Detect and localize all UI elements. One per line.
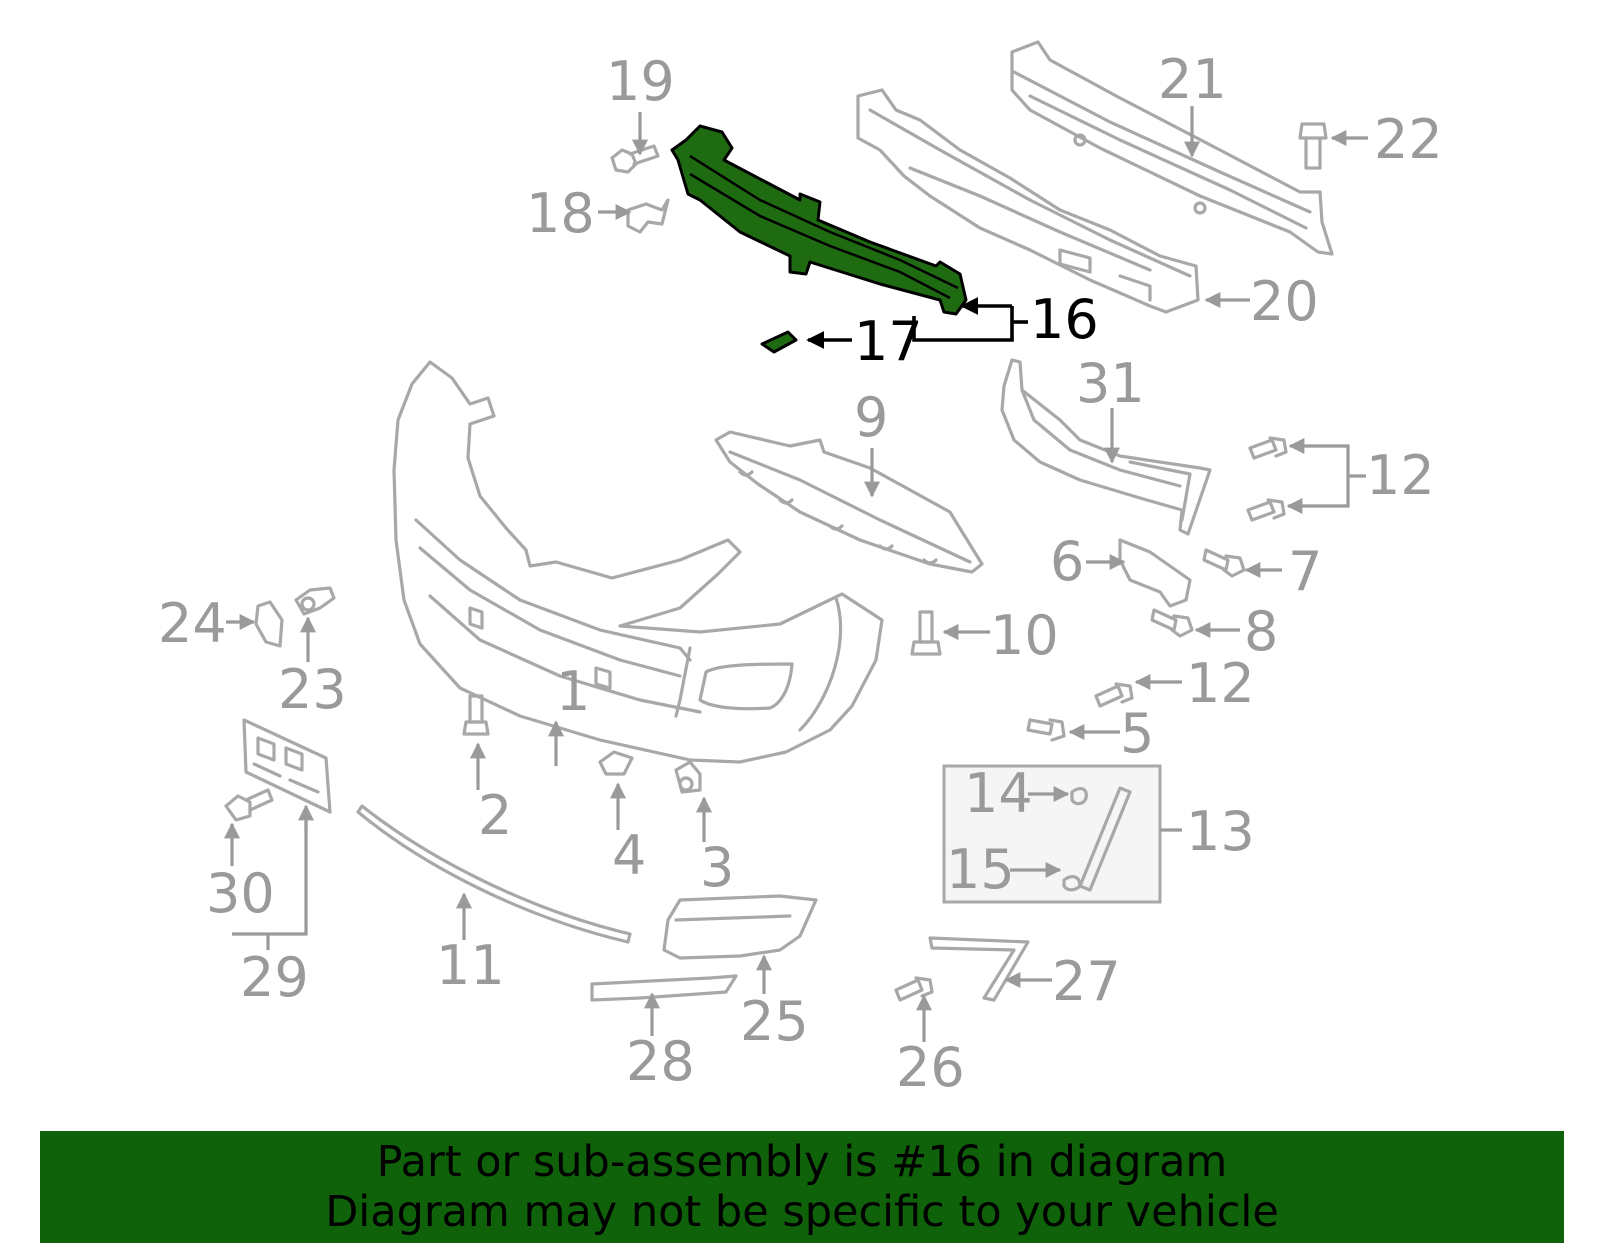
- callout-6: 6: [1050, 530, 1084, 593]
- leader-lines: [224, 106, 1368, 1042]
- callout-13: 13: [1186, 800, 1255, 863]
- callout-22: 22: [1374, 108, 1443, 171]
- part-6-bracket: [1118, 538, 1192, 608]
- part-20-absorber: [856, 88, 1200, 314]
- part-3-clip: [674, 760, 702, 794]
- callout-5: 5: [1120, 702, 1154, 765]
- callout-2: 2: [478, 784, 512, 847]
- callout-30: 30: [206, 862, 275, 925]
- callout-19: 19: [606, 50, 675, 113]
- callout-29: 29: [240, 946, 309, 1009]
- part-25-fog-bezel: [662, 894, 818, 960]
- part-10-bolt: [910, 610, 942, 656]
- part-23-clip: [294, 586, 336, 616]
- callout-10: 10: [990, 604, 1059, 667]
- callout-27: 27: [1052, 950, 1121, 1013]
- callout-7: 7: [1288, 540, 1322, 603]
- part-30-bolt: [224, 788, 274, 822]
- part-7-bolt: [1202, 548, 1246, 578]
- callout-1: 1: [556, 660, 590, 723]
- callout-8: 8: [1244, 600, 1278, 663]
- callout-labels: 1 2 3 4 5 6 7 8 9 10 11 12 12 13 14 15 1…: [158, 48, 1443, 1099]
- callout-23: 23: [278, 658, 347, 721]
- callout-20: 20: [1250, 270, 1319, 333]
- part-22-bolt: [1298, 122, 1328, 170]
- part-17-bracket: [760, 330, 798, 354]
- part-21-reinforcement: [1010, 40, 1334, 256]
- callout-11: 11: [436, 934, 505, 997]
- part-31-bracket: [1000, 358, 1212, 536]
- part-26-bolt: [894, 976, 934, 1002]
- part-12-bolt-lower: [1094, 682, 1134, 708]
- callout-9: 9: [854, 386, 888, 449]
- callout-12-lower: 12: [1186, 652, 1255, 715]
- callout-12-upper: 12: [1366, 444, 1435, 507]
- part-29-license-bracket: [242, 718, 332, 814]
- part-24-pad: [254, 600, 284, 648]
- callout-28: 28: [626, 1030, 695, 1093]
- banner-line-disclaimer: Diagram may not be specific to your vehi…: [325, 1187, 1279, 1237]
- part-4-nut: [598, 750, 634, 776]
- part-1-bumper-cover: [392, 360, 884, 764]
- callout-25: 25: [740, 990, 809, 1053]
- part-2-clip: [462, 694, 490, 736]
- callout-26: 26: [896, 1036, 965, 1099]
- callout-15: 15: [946, 838, 1015, 901]
- part-8-bolt: [1150, 608, 1194, 638]
- part-11-molding: [356, 804, 632, 944]
- callout-21: 21: [1158, 48, 1227, 111]
- callout-18: 18: [526, 182, 595, 245]
- part-18-clip: [626, 198, 670, 234]
- part-27-seal: [928, 936, 1030, 1002]
- part-12-bolt-upper-a: [1248, 436, 1288, 460]
- callout-4: 4: [612, 824, 646, 887]
- callout-14: 14: [964, 762, 1033, 825]
- part-12-bolt-upper-b: [1246, 498, 1286, 522]
- callout-16: 16: [1030, 288, 1099, 351]
- part-5-bolt: [1026, 718, 1066, 742]
- group-13-box: [942, 764, 1162, 904]
- part-19-bolt: [610, 144, 660, 174]
- callout-3: 3: [700, 836, 734, 899]
- banner-line-part: Part or sub-assembly is #16 in diagram: [376, 1137, 1228, 1187]
- part-9-bracket: [714, 430, 984, 574]
- callout-17: 17: [854, 310, 923, 373]
- callout-24: 24: [158, 592, 227, 655]
- callout-31: 31: [1076, 352, 1145, 415]
- info-banner: Part or sub-assembly is #16 in diagram D…: [40, 1131, 1564, 1243]
- part-28-trim: [590, 974, 738, 1002]
